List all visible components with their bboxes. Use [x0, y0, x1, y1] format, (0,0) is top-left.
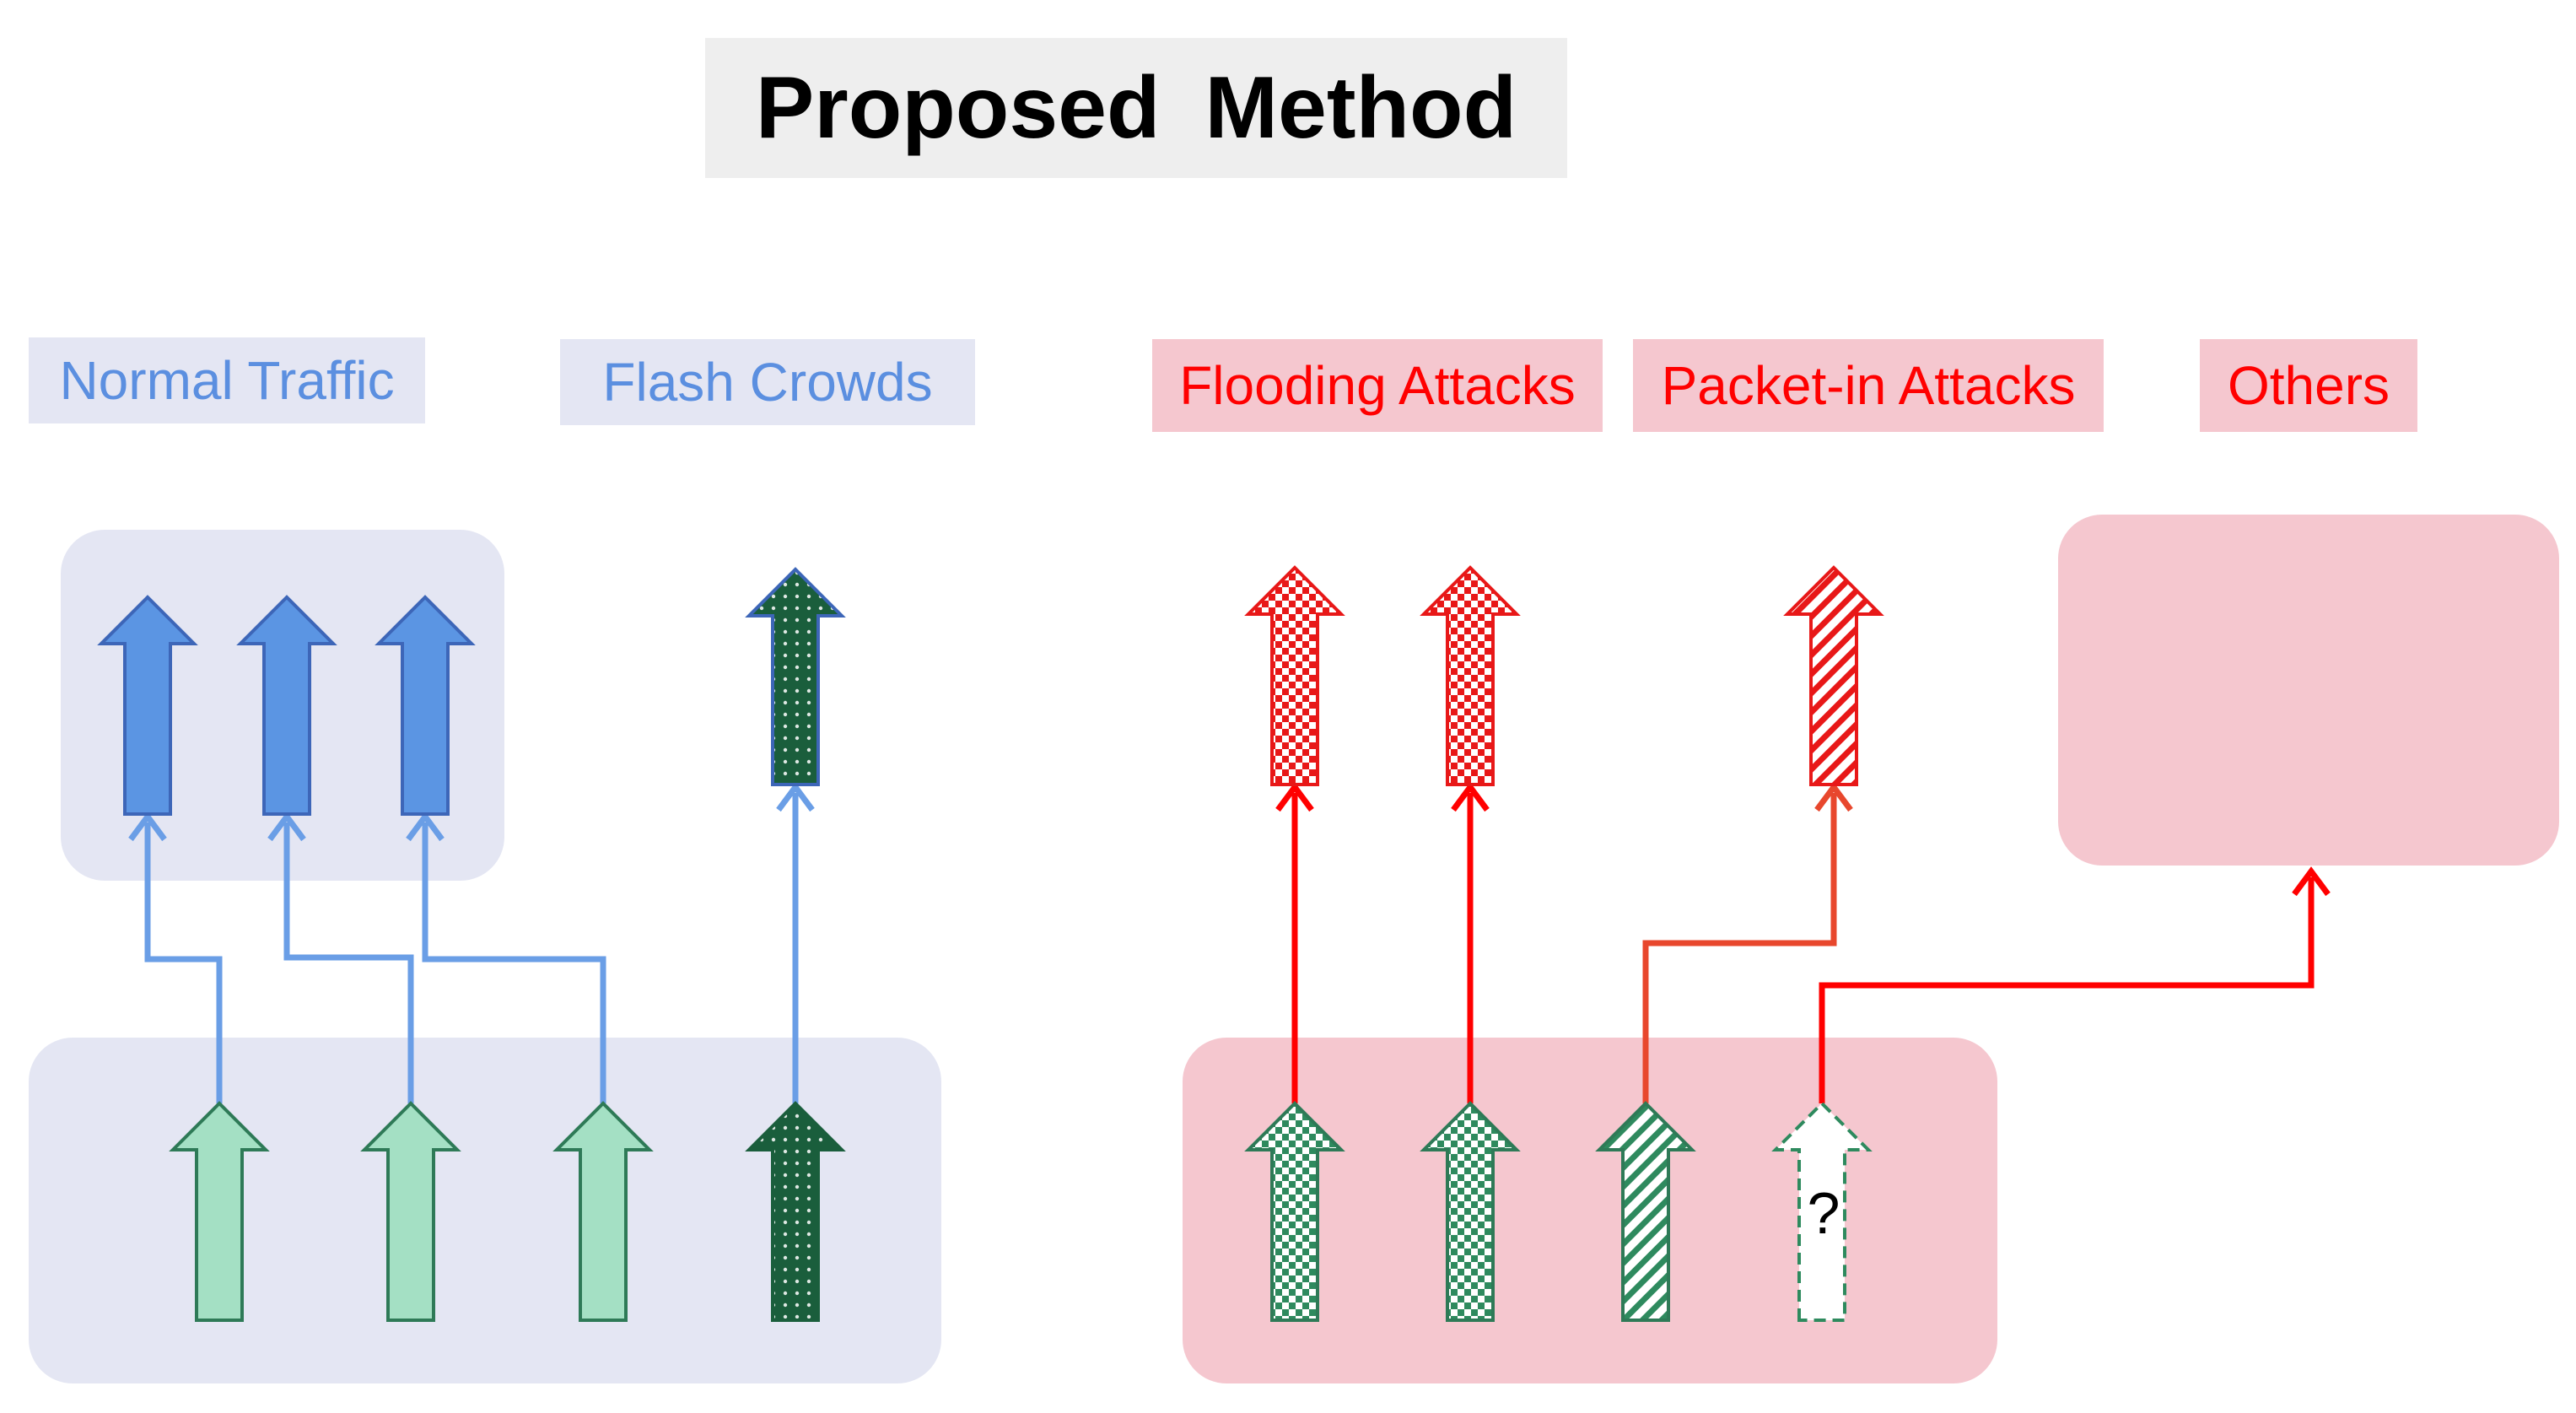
attack-input-panel: [1183, 1038, 1997, 1383]
attack-routing-lines: [1275, 782, 2331, 1103]
normal-traffic-arrow-1: [97, 595, 198, 816]
category-label-flash-crowds: Flash Crowds: [560, 339, 975, 425]
input-arrows: ?: [169, 1101, 1873, 1322]
category-label-flooding-attacks: Flooding Attacks: [1152, 339, 1603, 432]
benign-routing-lines: [128, 782, 815, 1103]
input-normal-arrow-1: [169, 1101, 270, 1322]
route-unknown-others: [1819, 877, 2315, 1103]
input-packet-in-arrow: [1595, 1101, 1696, 1322]
normal-traffic-arrow-3: [375, 595, 476, 816]
flooding-attack-arrow-2: [1420, 565, 1521, 786]
others-output-panel: [2058, 515, 2559, 866]
input-unknown-arrow: [1771, 1101, 1873, 1322]
benign-input-panel: [29, 1038, 941, 1383]
category-label-others: Others: [2200, 339, 2417, 432]
category-label-normal-traffic: Normal Traffic: [29, 337, 425, 423]
output-arrows: [97, 565, 1884, 816]
input-normal-arrow-3: [552, 1101, 654, 1322]
route-normal-2: [283, 822, 414, 1103]
input-flooding-arrow-2: [1420, 1101, 1521, 1322]
input-flash-arrow: [745, 1101, 846, 1322]
flash-crowd-arrow: [745, 567, 846, 786]
unknown-mark: ?: [1808, 1180, 1840, 1246]
route-normal-1: [144, 822, 223, 1103]
route-normal-3: [422, 822, 606, 1103]
route-packet-in: [1642, 793, 1837, 1103]
input-flooding-arrow-1: [1244, 1101, 1345, 1322]
normal-traffic-arrow-2: [236, 595, 337, 816]
input-normal-arrow-2: [360, 1101, 461, 1322]
category-label-packet-in-attacks: Packet-in Attacks: [1633, 339, 2104, 432]
flooding-attack-arrow-1: [1244, 565, 1345, 786]
page-title: Proposed Method: [705, 38, 1567, 178]
packet-in-attack-arrow: [1783, 565, 1884, 786]
